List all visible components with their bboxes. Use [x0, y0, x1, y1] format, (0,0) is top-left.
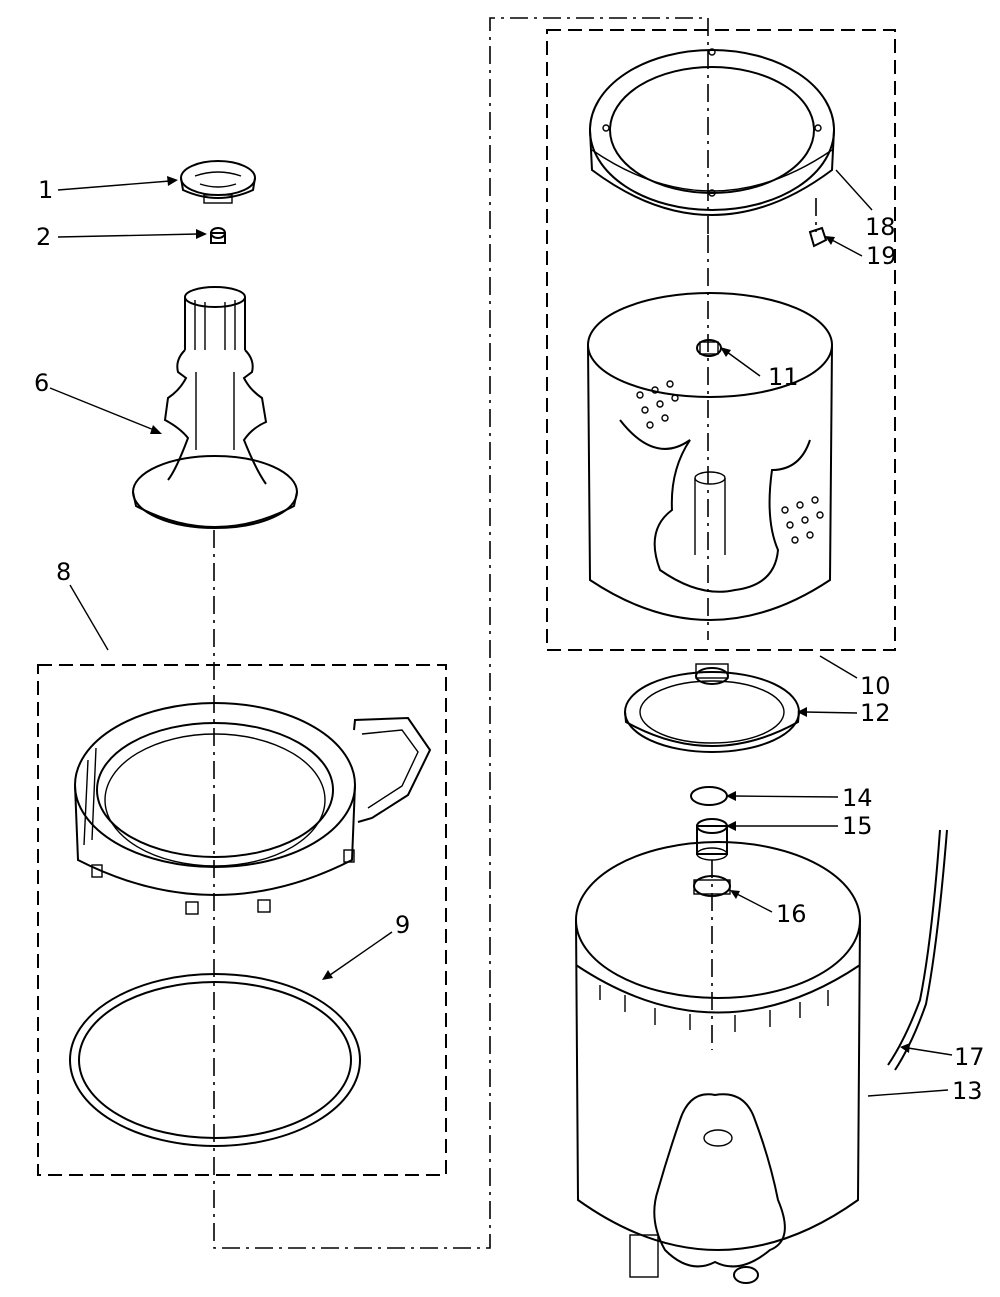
callout-17: 17 [954, 1043, 985, 1071]
callout-16: 16 [776, 900, 807, 928]
ring-screw [808, 226, 828, 248]
agitator [132, 286, 298, 529]
group-box-8 [37, 664, 447, 1176]
tub-hose [887, 829, 948, 1071]
agitator-bolt [210, 227, 226, 244]
callout-labels: 1 2 6 8 9 10 11 12 13 14 15 16 17 18 19 [34, 176, 985, 1105]
group-box-10 [546, 29, 896, 651]
callout-19: 19 [866, 242, 897, 270]
assembly-lines [213, 17, 817, 1249]
callout-10: 10 [860, 672, 891, 700]
perforation-dots [636, 380, 824, 544]
callout-6: 6 [34, 369, 49, 397]
spin-bearing [696, 818, 728, 861]
callout-13: 13 [952, 1077, 983, 1105]
basket-nut [696, 339, 722, 357]
callout-15: 15 [842, 812, 873, 840]
leader-lines [49, 169, 953, 1097]
outer-tub [575, 841, 861, 1284]
agitator-cap [180, 160, 256, 204]
callout-12: 12 [860, 699, 891, 727]
tub-ring [74, 702, 432, 915]
callout-1: 1 [38, 176, 53, 204]
callout-11: 11 [768, 363, 799, 391]
connector-path [213, 17, 709, 1249]
drive-hub [624, 663, 800, 753]
callout-8: 8 [56, 558, 71, 586]
callout-14: 14 [842, 784, 873, 812]
spin-basket [587, 292, 833, 621]
tub-seal-ring [69, 973, 361, 1147]
callout-2: 2 [36, 223, 51, 251]
balance-ring [589, 48, 835, 216]
tub-nut [693, 875, 731, 897]
callout-9: 9 [395, 911, 410, 939]
callout-18: 18 [865, 213, 896, 241]
spacer-washer [690, 786, 728, 806]
